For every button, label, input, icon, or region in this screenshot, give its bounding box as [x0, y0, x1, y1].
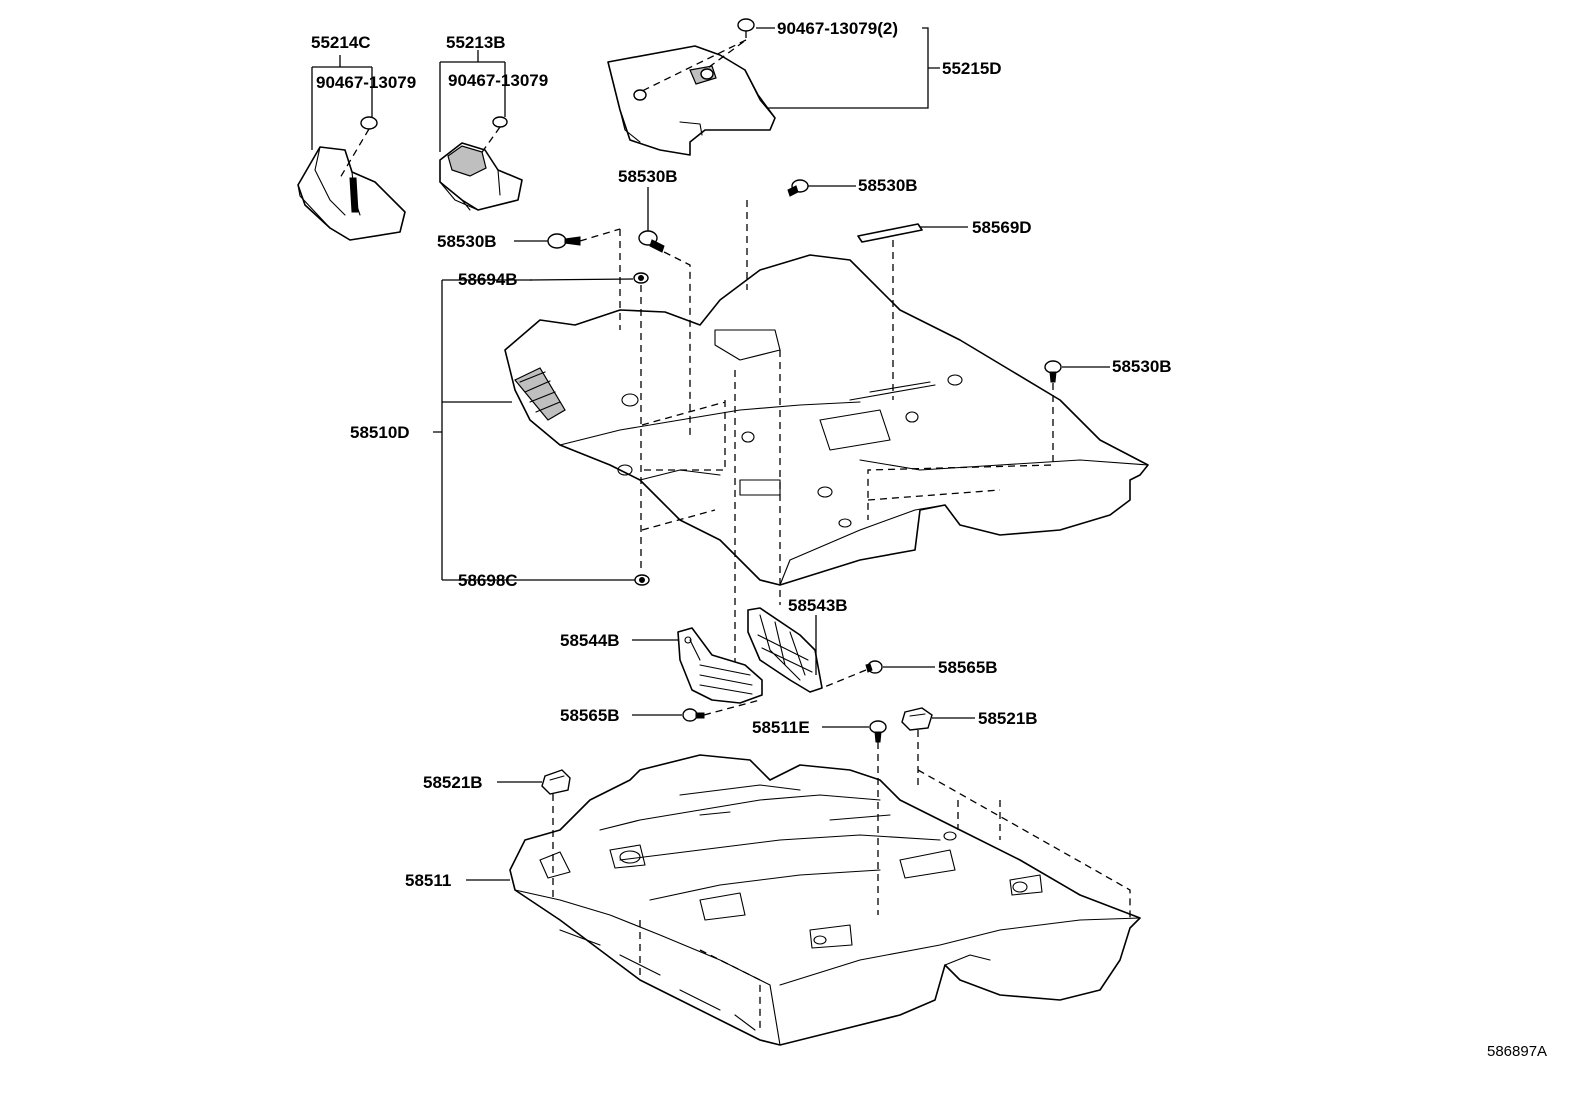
- label-58544B: 58544B: [560, 631, 620, 650]
- clip-90467-top[interactable]: [737, 18, 755, 32]
- label-58694B: 58694B: [458, 270, 518, 289]
- label-58530B-a: 58530B: [437, 232, 497, 251]
- label-90467-top: 90467-13079(2): [777, 19, 898, 38]
- cover-55213B[interactable]: [439, 142, 523, 211]
- label-58521B-a: 58521B: [978, 709, 1038, 728]
- clip-58530B-b[interactable]: [638, 230, 665, 253]
- clip-90467-left[interactable]: [360, 116, 378, 130]
- clip-58565B-b[interactable]: [682, 708, 705, 722]
- label-58511E: 58511E: [752, 718, 810, 737]
- label-55215D: 55215D: [942, 59, 1002, 78]
- clip-90467-mid[interactable]: [492, 116, 508, 128]
- cover-55214C[interactable]: [297, 146, 406, 241]
- clip-58530B-a[interactable]: [547, 233, 581, 249]
- cover-55215D[interactable]: [607, 45, 776, 156]
- pad-58544B[interactable]: [677, 627, 763, 704]
- label-55213B: 55213B: [446, 33, 506, 52]
- clip-58565B-a[interactable]: [865, 660, 883, 674]
- label-58510D: 58510D: [350, 423, 410, 442]
- label-58530B-d: 58530B: [1112, 357, 1172, 376]
- label-58565B-b: 58565B: [560, 706, 620, 725]
- figure-reference: 586897A: [1487, 1043, 1547, 1060]
- label-90467-mid: 90467-13079: [448, 71, 548, 90]
- label-58530B-c: 58530B: [858, 176, 918, 195]
- clip-58530B-c[interactable]: [787, 179, 809, 197]
- label-58530B-b: 58530B: [618, 167, 678, 186]
- label-58569D: 58569D: [972, 218, 1032, 237]
- label-58565B-a: 58565B: [938, 658, 998, 677]
- label-58543B: 58543B: [788, 596, 848, 615]
- strip-58569D[interactable]: [857, 223, 923, 243]
- label-55214C: 55214C: [311, 33, 371, 52]
- label-58521B-b: 58521B: [423, 773, 483, 792]
- insulator-58511[interactable]: [509, 754, 1141, 1046]
- label-90467-left: 90467-13079: [316, 73, 416, 92]
- clip-58521B-a[interactable]: [901, 707, 933, 731]
- pad-58543B[interactable]: [747, 607, 823, 693]
- label-58698C: 58698C: [458, 571, 518, 590]
- clip-58521B-b[interactable]: [541, 769, 571, 795]
- label-58511: 58511: [405, 871, 451, 890]
- carpet-58510D[interactable]: [504, 254, 1149, 586]
- clip-58694B[interactable]: [633, 272, 649, 284]
- clip-58530B-d[interactable]: [1044, 360, 1062, 383]
- clip-58511E[interactable]: [869, 720, 887, 743]
- clip-58698C[interactable]: [634, 574, 650, 586]
